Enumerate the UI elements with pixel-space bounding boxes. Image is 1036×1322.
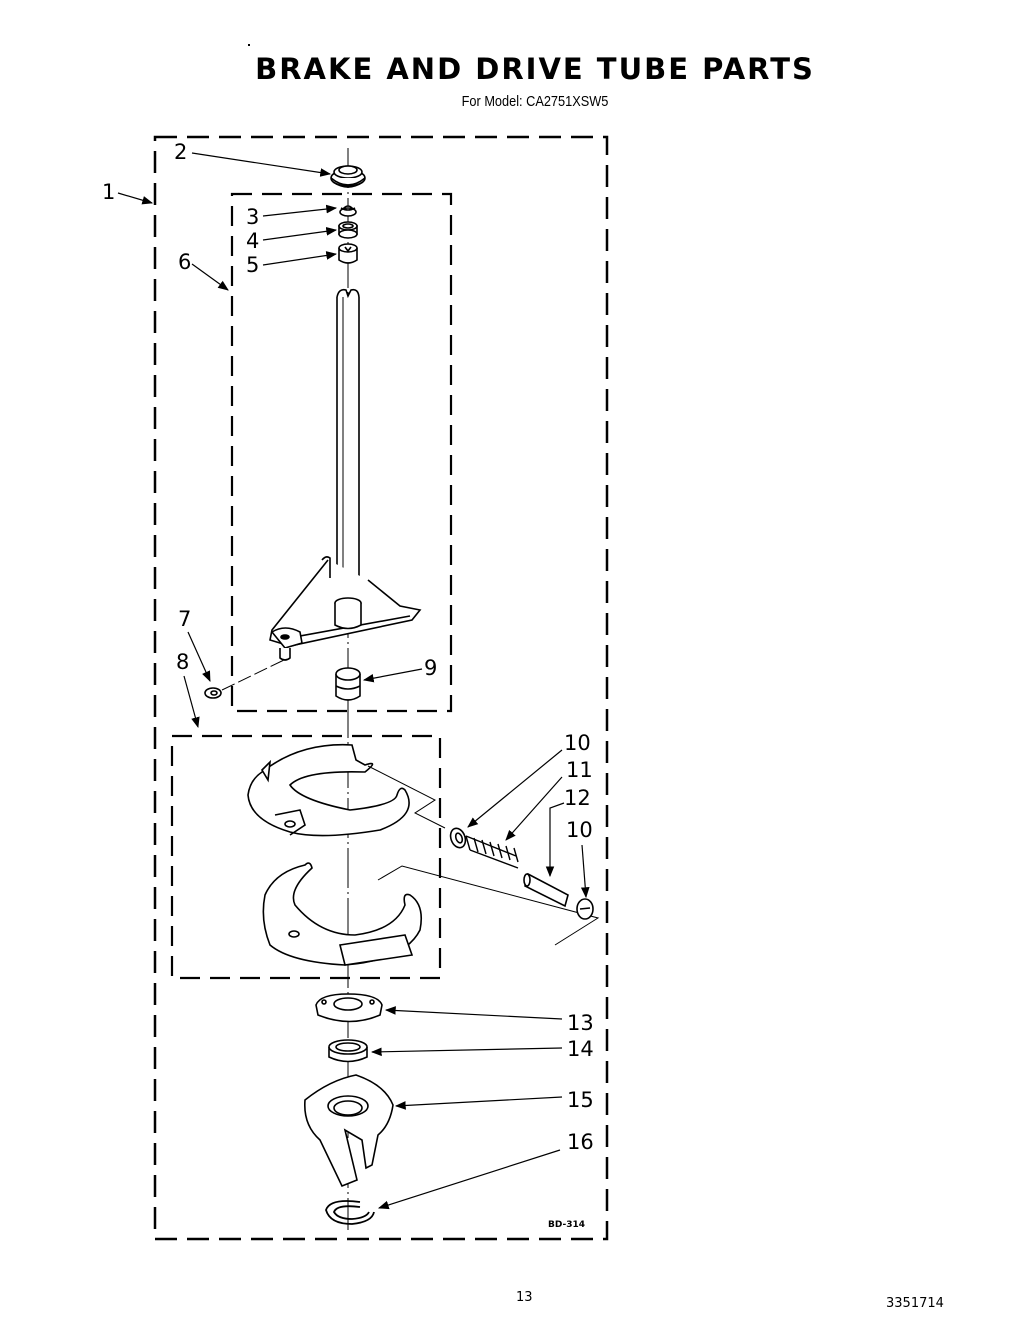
model-subtitle: For Model: CA2751XSW5 [461, 93, 609, 110]
callout-7: 7 [178, 607, 191, 631]
callout-6: 6 [178, 250, 191, 274]
leader-upper-shoe [367, 765, 446, 829]
callout-10b: 10 [566, 818, 593, 842]
page-number: 13 [516, 1290, 533, 1305]
callout-4: 4 [246, 229, 259, 253]
part-12-pin [523, 872, 569, 908]
part-4-seal-ring [338, 221, 358, 239]
callout-15: 15 [567, 1088, 594, 1112]
callout-10a: 10 [564, 731, 591, 755]
page-title: BRAKE AND DRIVE TUBE PARTS [255, 52, 815, 86]
part-9-lower-bearing [335, 667, 361, 701]
callout-3: 3 [246, 205, 259, 229]
part-8-brake-shoes [247, 743, 423, 966]
callout-1: 1 [102, 180, 115, 204]
callout-11: 11 [566, 758, 593, 782]
assembly-8-boundary [170, 734, 442, 980]
part-10-spring-cup-b [576, 898, 594, 920]
speck [248, 44, 250, 46]
part-3-upper-seal [339, 205, 357, 217]
assembly-6-boundary [230, 192, 453, 713]
callout-5: 5 [246, 253, 259, 277]
callout-9: 9 [424, 656, 437, 680]
leader-lower-shoe [377, 865, 600, 946]
part-11-spring [465, 835, 519, 869]
callout-16: 16 [567, 1130, 594, 1154]
callout-13: 13 [567, 1011, 594, 1035]
callout-2: 2 [174, 140, 187, 164]
part-16-snap-ring [325, 1200, 375, 1225]
part-13-brake-cam [315, 993, 383, 1023]
part-14-cam-driver [328, 1039, 368, 1063]
part-15-brake-lever [303, 1074, 394, 1188]
assembly-1-boundary [153, 135, 609, 1241]
document-number: 3351714 [886, 1296, 944, 1311]
callout-8: 8 [176, 650, 189, 674]
callout-14: 14 [567, 1037, 594, 1061]
part-6-drive-tube [269, 288, 422, 661]
part-7-clip [204, 687, 222, 699]
part-5-bearing [338, 243, 358, 264]
callout-12: 12 [564, 786, 591, 810]
part-10-spring-cup-a [449, 827, 467, 849]
drawing-code: BD-314 [548, 1220, 585, 1230]
part-2-seal-cap [330, 165, 366, 188]
